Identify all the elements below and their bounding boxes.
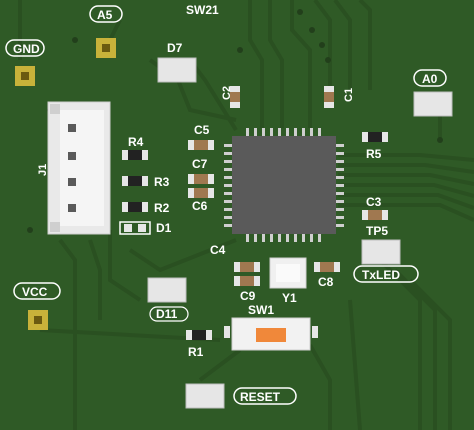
refdes-y1: Y1	[282, 291, 297, 305]
refdes-r2: R2	[154, 201, 170, 215]
refdes-d11: D11	[156, 307, 178, 321]
refdes-r3: R3	[154, 175, 170, 189]
refdes-r1: R1	[188, 345, 204, 359]
refdes-sw1: SW1	[248, 303, 274, 317]
testpoint-vcc	[28, 310, 48, 330]
refdes-tp5: TP5	[366, 224, 388, 238]
refdes-c2: C2	[221, 86, 233, 100]
d11-label-box	[149, 306, 189, 322]
testpoint-gnd	[15, 66, 35, 86]
net-label-txled: TxLED	[362, 268, 400, 282]
refdes-r5: R5	[366, 147, 382, 161]
net-label-a0: A0	[422, 72, 438, 86]
refdes-c6: C6	[192, 199, 208, 213]
refdes-d7: D7	[167, 41, 183, 55]
crystal-y1	[269, 257, 307, 289]
refdes-c3: C3	[366, 195, 382, 209]
net-label-gnd: GND	[13, 42, 40, 56]
ic-mcu	[224, 128, 344, 242]
passives	[119, 86, 388, 340]
refdes-sw21: SW21	[186, 3, 219, 17]
refdes-j1: J1	[37, 164, 49, 176]
pads-silver	[147, 57, 453, 409]
net-label-a5: A5	[97, 8, 113, 22]
button-sw1	[224, 317, 318, 351]
refdes-c8: C8	[318, 275, 334, 289]
refdes-c9: C9	[240, 289, 256, 303]
testpoint-a5	[96, 38, 116, 58]
net-label-boxes	[5, 5, 447, 405]
refdes-c4: C4	[210, 243, 226, 257]
refdes-c7: C7	[192, 157, 208, 171]
refdes-d1: D1	[156, 221, 172, 235]
refdes-c5: C5	[194, 123, 210, 137]
refdes-r4: R4	[128, 135, 144, 149]
net-label-vcc: VCC	[22, 285, 48, 299]
connector-j1	[47, 101, 111, 235]
refdes-c1: C1	[343, 88, 355, 102]
net-label-reset: RESET	[240, 390, 281, 404]
